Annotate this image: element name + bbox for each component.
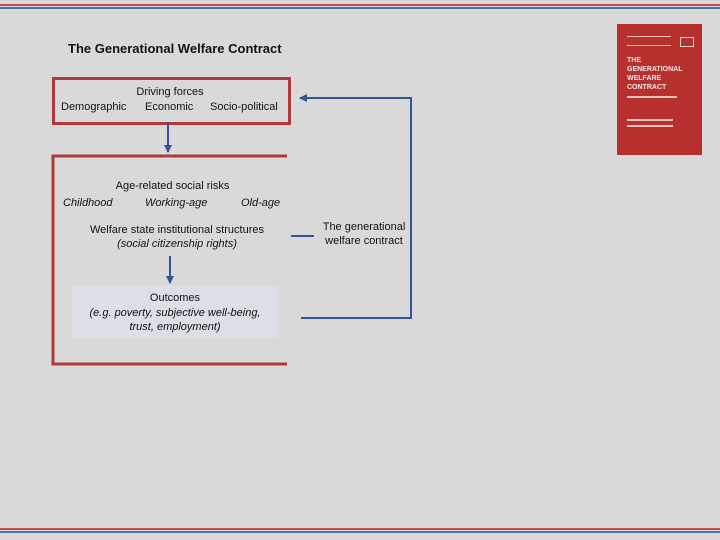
book-title-line: GENERATIONAL: [627, 66, 683, 73]
diagram-title: The Generational Welfare Contract: [68, 41, 282, 56]
outcomes-line-1: (e.g. poverty, subjective well-being,: [89, 307, 261, 319]
risks-heading: Age-related social risks: [115, 180, 230, 192]
book-title-line: THE: [627, 57, 641, 64]
driving-forces-box: [52, 77, 291, 125]
risk-working-age: Working-age: [145, 197, 208, 209]
risk-old-age: Old-age: [241, 197, 281, 209]
book-blurb-lines: [627, 36, 671, 46]
book-title-line: WELFARE: [627, 75, 662, 82]
contract-label-line-2: welfare contract: [325, 235, 403, 247]
outcomes-line-2: trust, employment): [129, 321, 221, 333]
outcomes-box: [72, 286, 278, 338]
book-subtitle-bar: [627, 96, 677, 98]
driving-force-economic: Economic: [145, 101, 194, 113]
contract-label-line-1: The generational: [322, 221, 406, 233]
bottom-rule: [0, 528, 720, 533]
risk-childhood: Childhood: [63, 197, 113, 209]
top-rule: [0, 4, 720, 9]
structures-heading: Welfare state institutional structures: [89, 224, 265, 236]
book-author-bar: [627, 125, 673, 127]
book-cover-image: THE GENERATIONAL WELFARE CONTRACT: [617, 24, 702, 155]
driving-force-socio-political: Socio-political: [210, 101, 278, 113]
outcomes-heading: Outcomes: [149, 292, 201, 304]
contract-bracket: [51, 154, 287, 366]
driving-forces-heading: Driving forces: [136, 86, 204, 98]
driving-force-demographic: Demographic: [61, 101, 127, 113]
structures-subheading: (social citizenship rights): [117, 238, 237, 250]
book-author-bar: [627, 119, 673, 121]
feedback-loop: [299, 94, 412, 319]
book-title-line: CONTRACT: [627, 84, 667, 91]
book-publisher-logo: [680, 37, 694, 47]
book-title-block: THE GENERATIONAL WELFARE CONTRACT: [627, 56, 682, 92]
